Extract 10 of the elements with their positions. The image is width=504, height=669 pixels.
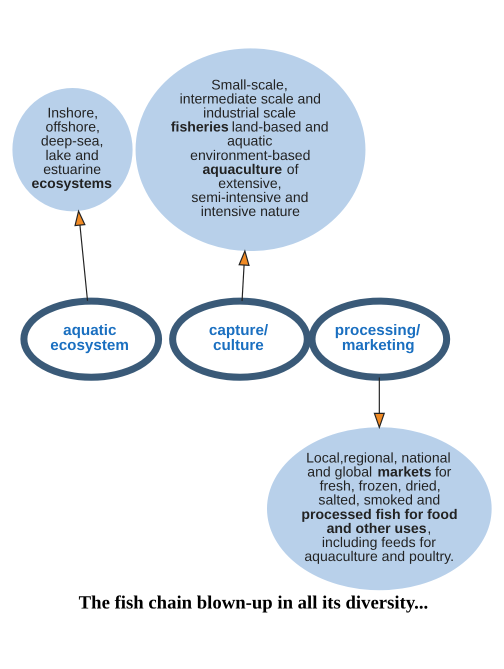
node-circle: Inshore, offshore, deep-sea, lake and estuarine ecosystems <box>12 88 133 212</box>
arrow <box>74 209 88 301</box>
arrow <box>238 249 250 302</box>
node-ellipse: processing/ marketing <box>308 298 450 381</box>
node-ellipse: aquatic ecosystem <box>20 298 162 381</box>
arrow <box>374 377 386 430</box>
caption: The fish chain blown-up in all its diversity... <box>78 592 428 614</box>
node-ellipse: capture/ culture <box>169 298 311 381</box>
node-ellipse: Small-scale, intermediate scale and industrial scale fisheries land-based and aquatic environment-based aquaculture of extensive, semi-intensive and intensive nature <box>136 48 366 252</box>
node-ellipse: Local,regional, national and global markets for fresh, frozen, dried, salted, smoked and processed fish for food and other uses, including feeds for aquaculture and poultry. <box>267 427 492 590</box>
